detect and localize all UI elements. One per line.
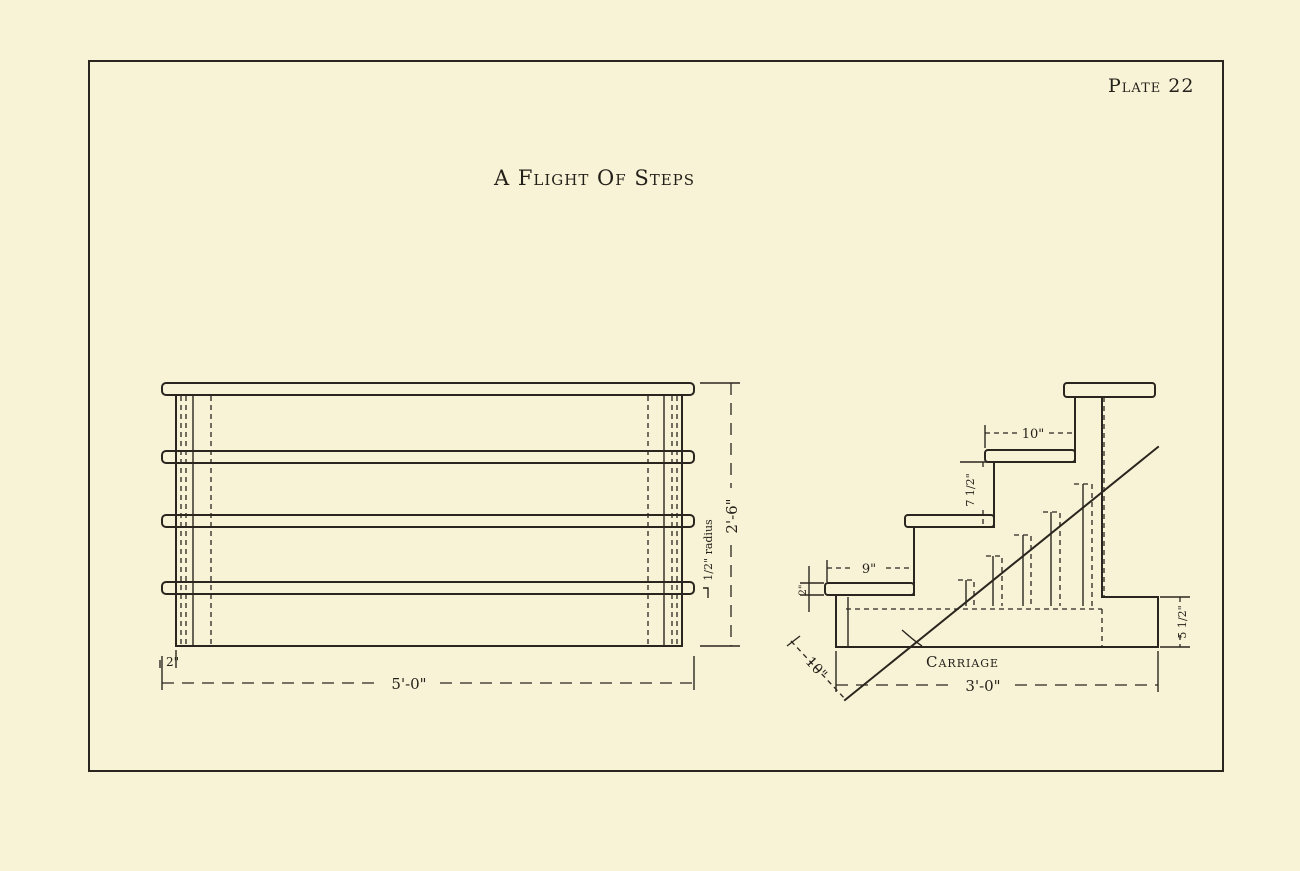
end-inset-dim: 2" bbox=[166, 655, 179, 669]
depth-dim: 3'-0" bbox=[965, 677, 1000, 695]
front-board bbox=[161, 514, 695, 528]
diagonal-dim: 10" bbox=[802, 654, 830, 683]
carriage-label: Carriage bbox=[926, 653, 999, 671]
base-height-dim: 5 1/2" bbox=[1176, 605, 1189, 638]
front-board bbox=[161, 581, 695, 595]
plate-label: Plate 22 bbox=[1108, 75, 1194, 97]
bottom-step-dim: 9" bbox=[862, 562, 876, 577]
front-height-dim: 2'-6" bbox=[723, 498, 741, 533]
edge-radius-note: 1/2" radius bbox=[702, 519, 715, 581]
front-board bbox=[161, 382, 695, 396]
board-thickness-dim: 2" bbox=[798, 585, 809, 596]
front-board bbox=[161, 450, 695, 464]
side-dimensions: 10" 7 1/2" 9" 2" 5 1/2" 10" 3'-0" bbox=[786, 425, 1190, 701]
riser-height-dim: 7 1/2" bbox=[964, 473, 977, 506]
side-tread bbox=[984, 449, 1076, 463]
side-view bbox=[824, 382, 1160, 702]
front-width-dim: 5'-0" bbox=[391, 675, 426, 693]
side-tread bbox=[824, 582, 915, 596]
side-tread bbox=[1063, 382, 1156, 398]
front-view bbox=[161, 382, 695, 647]
side-tread bbox=[904, 514, 995, 528]
tread-depth-dim: 10" bbox=[1022, 427, 1045, 442]
front-dimensions: 5'-0" 2'-6" 1/2" radius 2" bbox=[159, 382, 741, 693]
carriage-line bbox=[843, 445, 1160, 702]
plate-border bbox=[88, 60, 1224, 772]
drawing-title: A Flight Of Steps bbox=[493, 166, 695, 190]
